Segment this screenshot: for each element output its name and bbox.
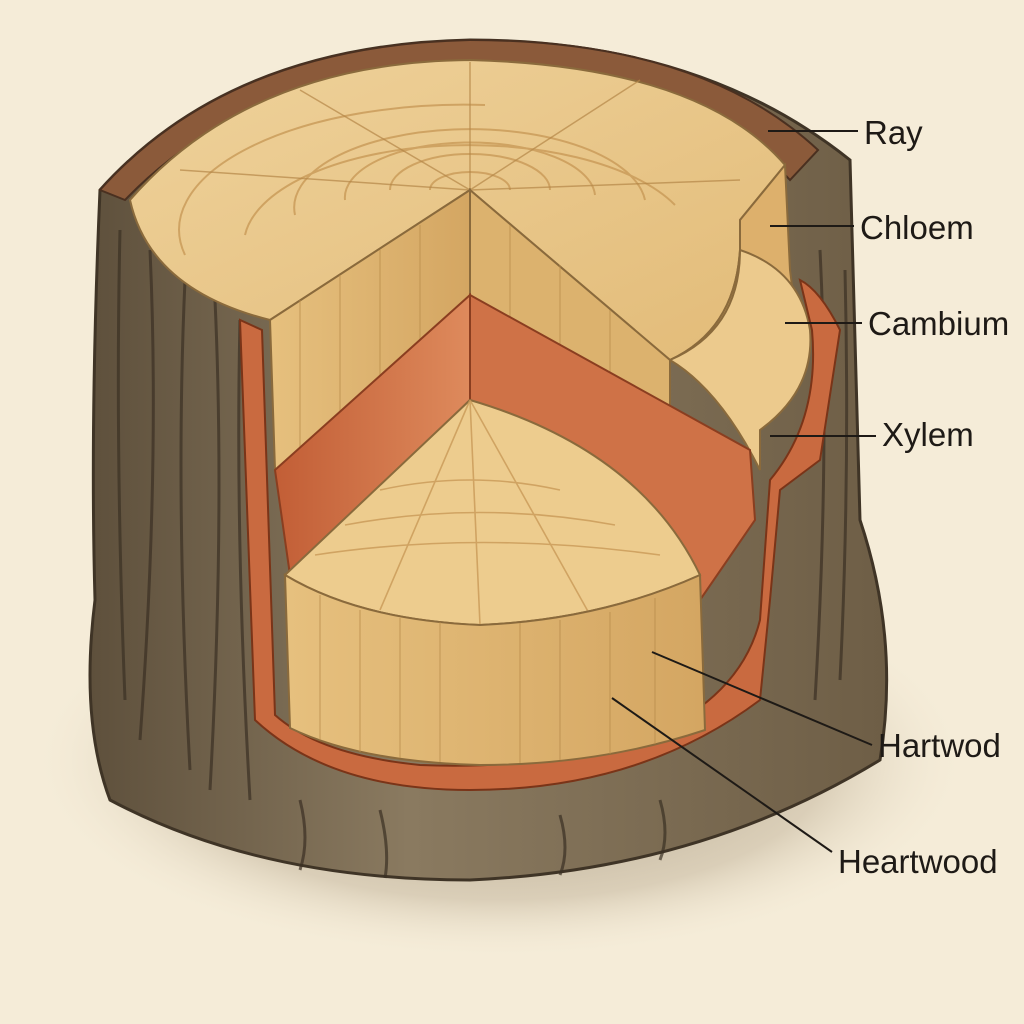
heartwood-front: [283, 573, 707, 767]
outer-red-ring: [238, 278, 842, 792]
cambium-step-top: [667, 248, 812, 471]
label-chloem: Chloem: [860, 209, 974, 246]
rays: [179, 62, 741, 191]
bark-furrows: [116, 229, 849, 879]
heartwood-grain: [319, 595, 656, 763]
growth-rings: [178, 103, 676, 256]
label-cambium: Cambium: [868, 305, 1010, 342]
inner-bark-layer-right: [469, 293, 757, 602]
heartwood-rings: [314, 399, 661, 626]
leader-heartwood: [611, 697, 833, 853]
label-hartwod: Hartwod: [878, 727, 1001, 764]
leader-hartwod: [651, 651, 873, 746]
label-heartwood: Heartwood: [838, 843, 998, 880]
label-ray: Ray: [864, 114, 923, 151]
top-surface: [128, 58, 787, 362]
label-xylem: Xylem: [882, 416, 974, 453]
leader-lines: [611, 130, 876, 853]
